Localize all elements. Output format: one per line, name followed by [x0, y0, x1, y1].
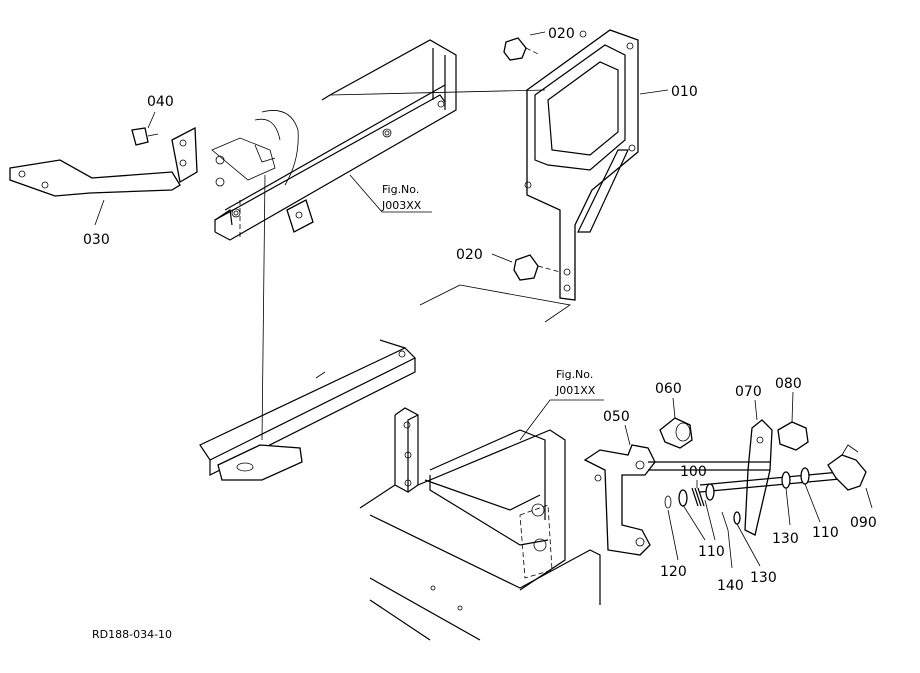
label-110-left: 110 — [698, 544, 725, 560]
label-040: 040 — [147, 94, 174, 110]
figure-reference-J003XX: Fig.No. J003XX — [381, 183, 422, 212]
lever-assembly — [583, 417, 867, 556]
label-050: 050 — [603, 409, 630, 425]
fig-ref-label: Fig.No. — [556, 368, 593, 381]
leader-lines — [94, 31, 873, 569]
label-130-right: 130 — [772, 531, 799, 547]
label-070: 070 — [735, 384, 762, 400]
label-030: 030 — [83, 232, 110, 248]
upper-frame-assembly — [211, 39, 457, 241]
main-body-housing — [359, 407, 601, 641]
figure-reference-J001XX: Fig.No. J001XX — [555, 368, 596, 397]
drawing-code: RD188-034-10 — [92, 628, 172, 641]
label-120: 120 — [660, 564, 687, 580]
part-030-support-bar — [9, 126, 198, 197]
label-130-bottom: 130 — [750, 570, 777, 586]
fig-ref-label: Fig.No. — [382, 183, 419, 196]
label-020-bottom: 020 — [456, 247, 483, 263]
label-060: 060 — [655, 381, 682, 397]
label-110-right: 110 — [812, 525, 839, 541]
label-100: 100 — [680, 464, 707, 480]
label-090: 090 — [850, 515, 877, 531]
part-number-labels: 010 020 020 030 040 050 060 070 080 090 … — [83, 26, 877, 594]
label-020-top: 020 — [548, 26, 575, 42]
fig-ref-number: J003XX — [381, 199, 422, 212]
fig-ref-number: J001XX — [555, 384, 596, 397]
part-010-plate — [329, 29, 639, 323]
label-140: 140 — [717, 578, 744, 594]
label-080: 080 — [775, 376, 802, 392]
label-010: 010 — [671, 84, 698, 100]
lower-frame-assembly — [199, 174, 417, 481]
